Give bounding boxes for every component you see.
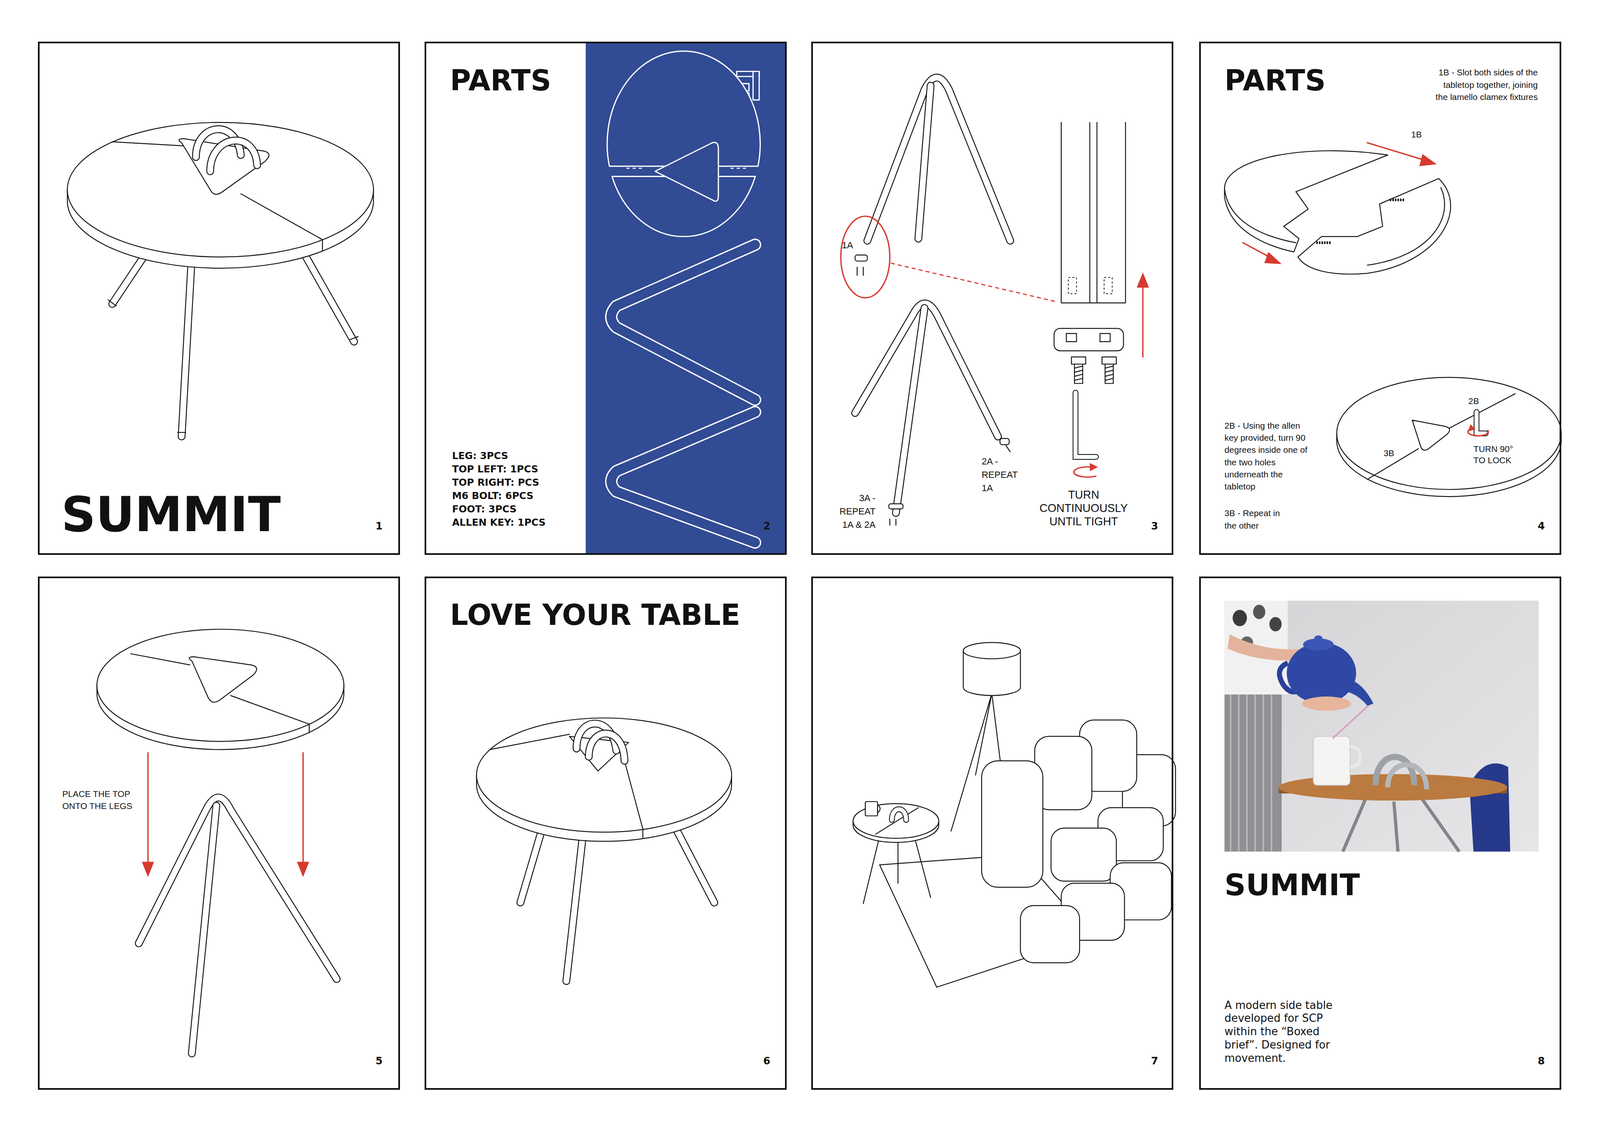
instruction-note: PLACE THE TOP ONTO THE LEGS <box>62 787 138 813</box>
description: A modern side table developed for SCP wi… <box>1224 999 1339 1066</box>
finished-table-illustration <box>476 717 732 982</box>
parts-sheet <box>585 42 787 555</box>
instruction-note: 1B - Slot both sides of the tabletop tog… <box>1431 66 1538 103</box>
instruction-panel: PARTS 1B - Slot both sides of the tableto… <box>1199 41 1562 555</box>
step-label: 3B <box>1383 449 1395 458</box>
step-label: 2A - REPEAT 1A <box>981 455 1027 495</box>
instruction-panel: LOVE YOUR TABLE 6 <box>424 576 787 1090</box>
parts-list-item: LEG: 3PCS <box>452 450 509 461</box>
tabletop-joining-illustration <box>1224 142 1562 497</box>
parts-list-item: FOOT: 3PCS <box>452 504 517 514</box>
instruction-note: TURN CONTINUOUSLY UNTIL TIGHT <box>1032 488 1135 529</box>
page-number: 2 <box>763 521 771 532</box>
title-heading: SUMMIT <box>1224 870 1360 900</box>
page-number: 4 <box>1537 521 1545 532</box>
parts-list-item: M6 BOLT: 6PCS <box>452 490 534 501</box>
instruction-note: 3B - Repeat in the other <box>1224 507 1290 532</box>
page-number: 3 <box>1150 521 1158 532</box>
product-photo <box>1224 600 1539 852</box>
instruction-panel: 1A 2A - REPEAT 1A 3A - REPEAT 1A & 2A TURN … <box>811 41 1174 555</box>
leg-assembly-illustration <box>840 77 1150 526</box>
table-illustration <box>67 122 374 437</box>
parts-list-item: TOP RIGHT: PCS <box>452 477 540 488</box>
step-label: 1B <box>1411 130 1422 140</box>
step-label: 3A - REPEAT 1A & 2A <box>829 491 876 532</box>
instruction-panel: PLACE THE TOP ONTO THE LEGS 5 <box>37 576 400 1090</box>
room-scene-illustration <box>852 642 1176 988</box>
page-number: 7 <box>1150 1056 1158 1067</box>
instruction-note: TURN 90° TO LOCK <box>1473 443 1525 467</box>
instruction-panel: SUMMIT 1 <box>37 41 400 555</box>
section-heading: PARTS <box>1224 66 1326 95</box>
page-number: 1 <box>375 521 383 532</box>
section-heading: LOVE YOUR TABLE <box>450 600 741 630</box>
page-number: 8 <box>1537 1056 1545 1067</box>
step-label: 1A <box>841 240 853 250</box>
instruction-note: 2B - Using the allen key provided, turn … <box>1224 419 1313 493</box>
parts-list-item: ALLEN KEY: 1PCS <box>452 517 546 528</box>
page-number: 5 <box>375 1056 383 1067</box>
parts-list-item: TOP LEFT: 1PCS <box>452 464 539 474</box>
instruction-panel: SUMMIT A modern side table developed for … <box>1199 576 1562 1090</box>
instruction-panel: PARTS LEG: 3PCS TOP LEFT: 1PCS TOP RIGHT: P… <box>424 41 787 555</box>
place-top-illustration <box>97 629 345 1054</box>
page-number: 6 <box>763 1056 771 1067</box>
section-heading: PARTS <box>450 66 552 95</box>
step-label: 2B <box>1468 397 1479 406</box>
instruction-panel: 7 <box>811 576 1174 1090</box>
title-heading: SUMMIT <box>61 490 281 539</box>
